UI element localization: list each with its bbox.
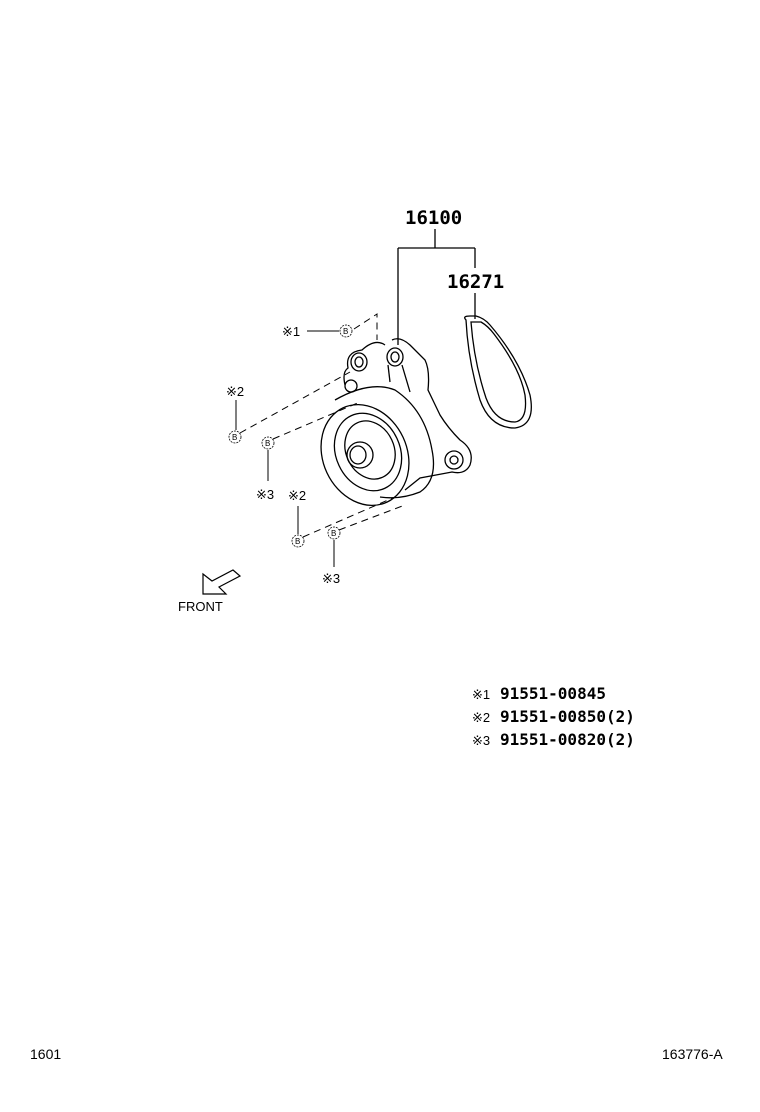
leader-lines xyxy=(397,229,476,345)
bolt-dashed-lines xyxy=(239,313,406,538)
legend-part-number[interactable]: 91551-00850(2) xyxy=(500,707,635,726)
legend-mark: ※1 xyxy=(472,687,491,702)
legend-row: ※2 91551-00850(2) xyxy=(472,706,635,729)
bolt-3a-symbol: B xyxy=(265,439,270,448)
bolt-3b-symbol: B xyxy=(331,529,336,538)
front-arrow-icon xyxy=(202,569,242,595)
bolt-2a-symbol: B xyxy=(232,433,237,442)
ref-mark-1[interactable]: ※1 xyxy=(282,324,300,339)
legend-part-number[interactable]: 91551-00820(2) xyxy=(500,730,635,749)
ref-mark-3b[interactable]: ※3 xyxy=(322,571,340,586)
bolt-2b-symbol: B xyxy=(295,537,300,546)
ref-mark-2b[interactable]: ※2 xyxy=(288,488,306,503)
parts-legend: ※1 91551-00845 ※2 91551-00850(2) ※3 91551-0… xyxy=(472,683,635,752)
ref-leaders xyxy=(235,330,339,567)
bolt-symbols xyxy=(228,324,353,548)
legend-row: ※1 91551-00845 xyxy=(472,683,635,706)
gasket-drawing xyxy=(464,315,532,429)
ref-mark-2a[interactable]: ※2 xyxy=(226,384,244,399)
legend-mark: ※2 xyxy=(472,710,491,725)
legend-part-number[interactable]: 91551-00845 xyxy=(500,684,606,703)
part-number-16100[interactable]: 16100 xyxy=(405,207,462,229)
front-label: FRONT xyxy=(178,599,223,614)
ref-mark-3a[interactable]: ※3 xyxy=(256,487,274,502)
water-pump-drawing xyxy=(320,338,472,507)
footer-section-code: 1601 xyxy=(30,1046,62,1062)
footer-illustration-id: 163776-A xyxy=(662,1046,723,1062)
legend-mark: ※3 xyxy=(472,733,491,748)
part-number-16271[interactable]: 16271 xyxy=(447,271,504,293)
legend-row: ※3 91551-00820(2) xyxy=(472,729,635,752)
bolt-1-symbol: B xyxy=(343,327,348,336)
